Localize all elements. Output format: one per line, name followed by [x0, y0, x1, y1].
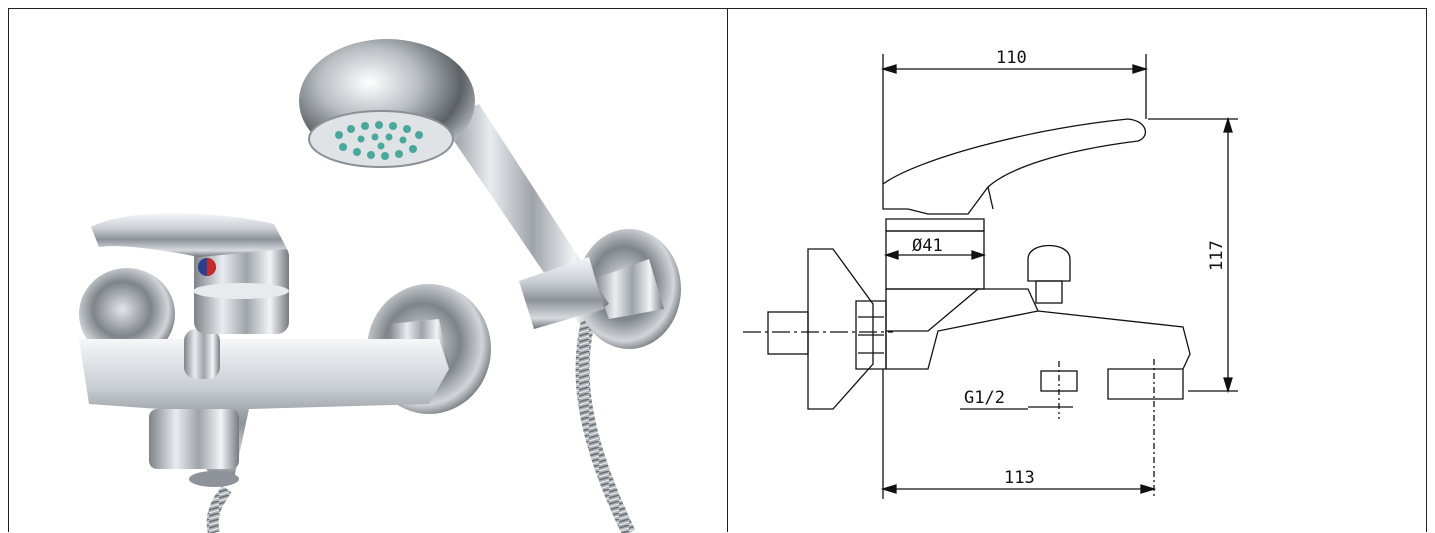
height-dimension-extensions — [1148, 118, 1238, 392]
spout-outlet — [189, 471, 239, 487]
body-top-edge — [978, 288, 1039, 312]
lever-handle — [91, 213, 287, 257]
shower-nozzles — [335, 121, 423, 160]
bottom-width-label: 113 — [1004, 468, 1035, 488]
top-dimension-extensions — [882, 54, 1147, 184]
thread-label: G1/2 — [964, 388, 1005, 408]
diameter-label: Ø41 — [912, 236, 943, 256]
body-upper-outline — [885, 288, 980, 332]
spout — [149, 409, 239, 469]
height-label: 117 — [1207, 240, 1227, 271]
top-width-label: 110 — [996, 48, 1027, 68]
bottom-dimension-arrows — [880, 484, 1157, 494]
product-photo-panel — [8, 8, 727, 533]
technical-drawing-panel: G1/2 110 Ø41 117 113 — [727, 8, 1427, 532]
hose-bottom-segment — [206, 485, 232, 533]
shower-holder — [519, 257, 604, 329]
diverter-knob — [184, 329, 220, 379]
height-arrows — [1223, 116, 1233, 394]
bracket-arm — [594, 259, 664, 319]
diverter-outline — [1027, 245, 1071, 282]
top-dimension-arrows — [880, 64, 1149, 74]
diverter-stem — [1035, 280, 1063, 304]
lever-detail — [987, 186, 994, 210]
diameter-arrows — [883, 250, 987, 260]
column-ring — [193, 283, 289, 299]
faucet-illustration — [79, 39, 681, 533]
mixer-body — [79, 339, 449, 479]
lever-outline — [882, 118, 1147, 215]
mixer-left-wall-flange — [79, 268, 175, 360]
cartridge-cap — [885, 218, 985, 232]
shower-head-face — [308, 110, 454, 168]
hex-nut-facets — [858, 316, 884, 354]
inlet-pipe-outline — [767, 311, 809, 355]
dimension-drawing: G1/2 110 Ø41 117 113 — [743, 48, 1238, 499]
wall-flange-outline — [807, 248, 874, 410]
body-outline — [886, 310, 1191, 400]
hot-indicator-half — [207, 258, 216, 276]
